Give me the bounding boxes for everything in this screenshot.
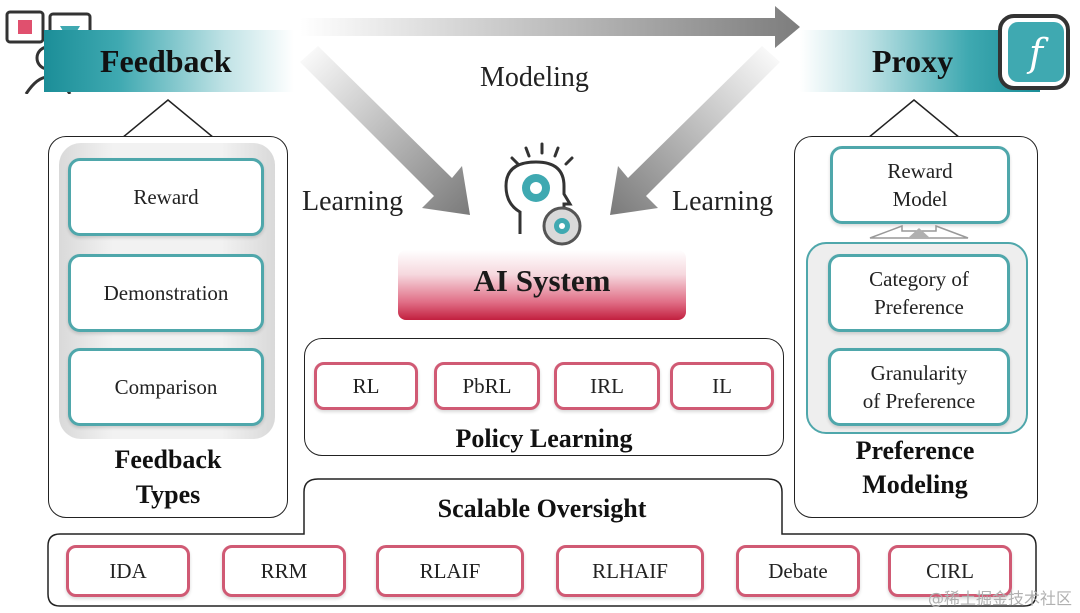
policy-item-rl: RL: [314, 362, 418, 410]
feedback-banner: Feedback: [44, 30, 294, 92]
learning-right-label: Learning: [672, 186, 774, 217]
proxy-panel-pointer: [867, 99, 961, 139]
feedback-item-comparison: Comparison: [68, 348, 264, 426]
ai-system-label: AI System: [473, 263, 611, 298]
oversight-item-rlaif: RLAIF: [376, 545, 524, 597]
feedback-types-title: Feedback Types: [114, 445, 222, 509]
policy-item-il: IL: [670, 362, 774, 410]
proxy-title: Proxy: [872, 42, 954, 79]
oversight-item-rrm: RRM: [222, 545, 346, 597]
learning-left-label: Learning: [302, 186, 404, 217]
learning-left-arrow: [300, 46, 470, 215]
policy-item-irl: IRL: [554, 362, 660, 410]
modeling-arrow: [300, 6, 800, 48]
feedback-item-demonstration: Demonstration: [68, 254, 264, 332]
feedback-panel-pointer: [121, 99, 215, 139]
modeling-label: Modeling: [480, 62, 589, 93]
learning-right-arrow: [610, 46, 780, 215]
oversight-item-debate: Debate: [736, 545, 860, 597]
ai-system-box: AI System: [398, 250, 686, 320]
policy-learning-title: Policy Learning: [455, 424, 633, 453]
oversight-item-cirl: CIRL: [888, 545, 1012, 597]
preference-item-granularity: Granularity of Preference: [828, 348, 1010, 426]
oversight-item-ida: IDA: [66, 545, 190, 597]
ai-brain-gear-icon: [504, 142, 582, 246]
feedback-item-reward: Reward: [68, 158, 264, 236]
reward-model-box: Reward Model: [830, 146, 1010, 224]
preference-modeling-title: Preference Modeling: [855, 436, 975, 499]
oversight-item-rlhaif: RLHAIF: [556, 545, 704, 597]
policy-item-pbrl: PbRL: [434, 362, 540, 410]
feedback-title: Feedback: [100, 42, 232, 79]
scalable-oversight-title: Scalable Oversight: [437, 494, 647, 523]
proxy-function-icon: f: [998, 14, 1070, 90]
preference-item-category: Category of Preference: [828, 254, 1010, 332]
up-arrow-icon: [869, 224, 969, 239]
watermark: @稀土掘金技术社区: [927, 589, 1072, 608]
